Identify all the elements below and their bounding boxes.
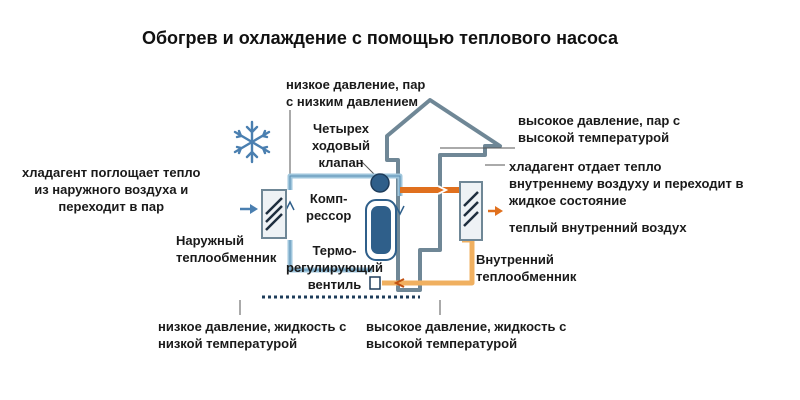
label-refrigerant-absorbs: хладагент поглощает тепло из наружного в…: [22, 165, 201, 214]
label-low-pressure-liquid: низкое давление, жидкость с низкой темпе…: [158, 319, 347, 351]
label-high-pressure-vapor: высокое давление, пар с высокой температ…: [518, 113, 681, 145]
house-outline: [385, 98, 502, 292]
indoor-exchanger: [459, 181, 483, 241]
label-warm-indoor-air: теплый внутренний воздух: [509, 220, 687, 235]
flow-arrow-icon: [393, 278, 405, 288]
flow-arrow-icon: [437, 185, 449, 195]
label-four-way-valve: Четырех ходовый клапан: [312, 121, 370, 170]
snowflake-icon: [233, 120, 271, 164]
label-low-pressure-vapor: низкое давление, пар с низким давлением: [286, 77, 426, 109]
air-in-arrow-icon: [240, 204, 258, 214]
flow-arrow-icon: [285, 200, 295, 211]
label-refrigerant-releases: хладагент отдает тепло внутреннему возду…: [509, 159, 744, 208]
compressor: [365, 199, 397, 261]
label-high-pressure-liquid: высокое давление, жидкость с высокой тем…: [366, 319, 567, 351]
label-outdoor-exchanger: Наружный теплообменник: [176, 233, 277, 265]
diagram-title: Обогрев и охлаждение с помощью теплового…: [141, 28, 619, 48]
label-compressor: Комп- рессор: [306, 191, 352, 223]
cold-pipe-inner: [289, 175, 401, 271]
outdoor-exchanger: [261, 189, 287, 239]
leader-four-way-valve: [359, 159, 376, 176]
expansion-valve: [369, 276, 381, 290]
four-way-valve: [370, 173, 390, 193]
label-indoor-exchanger: Внутренний теплообменник: [476, 252, 577, 284]
flow-arrow-icon: [395, 205, 405, 216]
air-out-arrow-icon: [488, 206, 503, 216]
label-expansion-valve: Термо- регулирующий вентиль: [286, 243, 383, 292]
